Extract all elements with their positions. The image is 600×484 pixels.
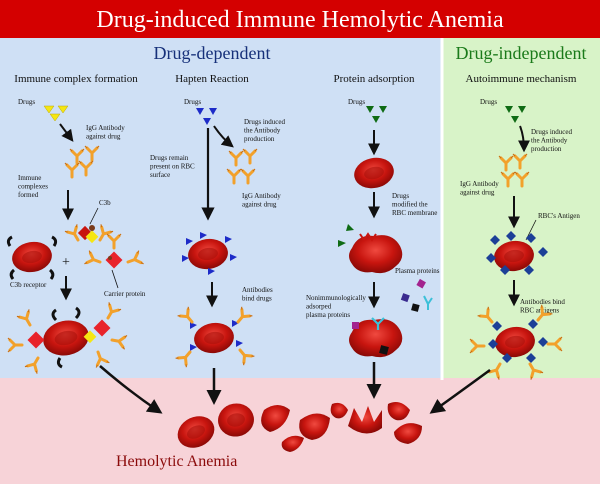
carrier-protein-label: Carrier protein — [104, 290, 146, 298]
antibody-bound-rbc-icon — [174, 305, 256, 369]
green-drug-icon — [338, 224, 354, 247]
arrow — [517, 125, 530, 153]
modified-rbc-icon — [349, 232, 403, 274]
rbc-antigen-label: RBC's Antigen — [538, 212, 580, 220]
arrow — [99, 365, 163, 414]
drugs-label: Drugs — [184, 98, 201, 106]
c3b-receptor-label: C3b receptor — [10, 281, 47, 289]
heading-autoimmune: Autoimmune mechanism — [466, 73, 577, 85]
heading-hapten: Hapten Reaction — [175, 73, 249, 85]
hemolyzed-rbc-icon — [172, 400, 422, 454]
drugs-label: Drugs — [18, 98, 35, 106]
rbc-with-receptors-icon — [6, 235, 58, 280]
section-heading-independent: Drug-independent — [456, 43, 587, 63]
section-heading-dependent: Drug-dependent — [154, 43, 271, 63]
green-drug-icon — [366, 106, 387, 123]
plasma-proteins-label: Plasma proteins — [395, 267, 440, 275]
arrow — [429, 368, 491, 414]
page-title: Drug-induced Immune Hemolytic Anemia — [96, 7, 504, 33]
plus-sign: + — [62, 255, 70, 270]
leader-line — [89, 207, 99, 225]
hemolytic-anemia-label: Hemolytic Anemia — [116, 453, 237, 470]
heading-protein-adsorption: Protein adsorption — [334, 73, 415, 85]
yellow-drug-icon — [43, 105, 69, 122]
title-band — [0, 0, 600, 38]
protein-adsorbed-rbc-icon — [349, 317, 403, 358]
heading-immune-complex: Immune complex formation — [14, 73, 138, 85]
green-drug-icon — [505, 106, 526, 123]
antigen-rbc-icon — [486, 231, 548, 275]
arrow — [213, 125, 234, 148]
antibody-bound-antigen-rbc-icon — [468, 303, 564, 382]
drugs-label: Drugs — [348, 98, 365, 106]
carrier-protein-icon — [82, 232, 146, 271]
leader-line — [111, 269, 119, 289]
c3b-label: C3b — [99, 199, 111, 207]
blue-drug-icon — [196, 108, 217, 125]
arrow — [59, 123, 74, 142]
drug-coated-rbc-icon — [182, 232, 237, 275]
independent-panel — [442, 38, 600, 380]
hemolysis-panel — [0, 378, 600, 484]
drugs-label: Drugs — [480, 98, 497, 106]
plasma-protein-icon — [400, 278, 433, 312]
convergence-arrows — [99, 362, 491, 414]
